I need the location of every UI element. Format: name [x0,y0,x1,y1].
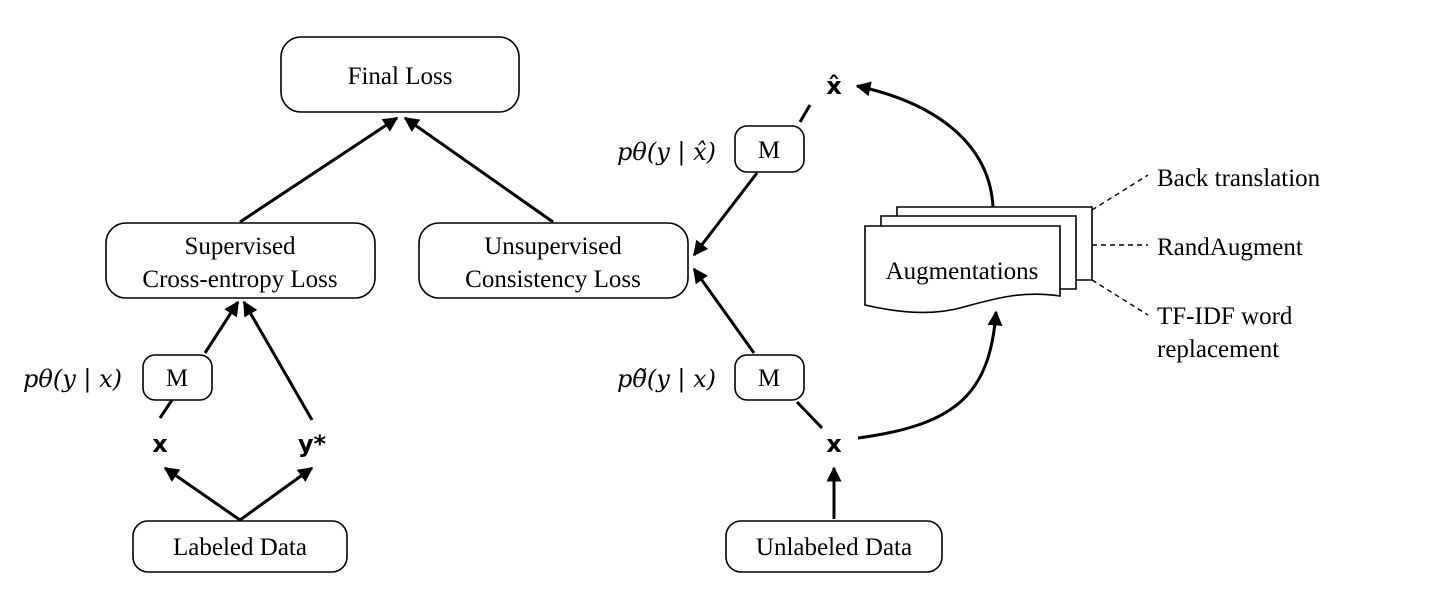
unsupervised-loss-line-2: Consistency Loss [465,266,641,293]
labeled-data-label: Labeled Data [173,534,307,561]
model-box-augmented [734,125,805,173]
model-label-unlabeled: M [758,365,780,392]
supervised-loss-line-2: Cross-entropy Loss [142,266,337,293]
labeled-data-box [132,520,348,573]
labeled-data-node: Labeled Data [132,520,348,573]
augmentations-sheet-front [864,225,1061,314]
model-box-supervised [142,354,213,401]
model-box-unlabeled [734,354,805,401]
leader-tfidf [1091,279,1149,316]
edge-labeled-to-x [163,466,241,522]
edge-labeled-to-ystar [239,466,314,522]
var-x-unlabeled: x [826,430,842,458]
model-supervised: M [142,354,213,401]
supervised-loss-node: Supervised Cross-entropy Loss [105,222,376,299]
unsupervised-loss-box [418,222,689,299]
augmentations-label: Augmentations [886,258,1039,285]
output-label-unlabeled: pθ̃(y | x) [617,365,716,394]
aug-method-tfidf-line-1: TF-IDF word [1157,303,1293,330]
edge-x-to-model-bottom [795,400,824,430]
model-augmented: M [734,125,805,173]
unsupervised-loss-node: Unsupervised Consistency Loss [418,222,689,299]
supervised-loss-line-1: Supervised [184,233,296,260]
edges-right [692,81,1003,519]
edge-x-to-augmentations [857,310,1003,440]
aug-method-tfidf: TF-IDF word replacement [1157,303,1299,363]
edge-model-to-unsupervised-bottom [692,267,756,354]
unlabeled-data-label: Unlabeled Data [756,534,912,561]
final-loss-box [280,36,520,113]
leader-back-translation [1091,174,1149,211]
edge-supervised-to-final [239,116,399,224]
model-label-augmented: M [758,137,780,164]
supervised-loss-box [105,222,376,299]
output-label-supervised: pθ(y | x) [23,365,122,394]
edge-xhat-to-model [798,104,812,123]
var-x-hat: x̂ [826,72,842,100]
unlabeled-data-node: Unlabeled Data [725,520,943,573]
aug-method-randaugment: RandAugment [1157,234,1303,261]
edge-model-to-unsupervised-top [692,172,759,257]
edge-ystar-to-supervised [242,300,314,421]
var-x-labeled: x [152,430,168,458]
edge-x-to-model [158,399,174,419]
final-loss-label: Final Loss [348,63,453,90]
edges-left [158,116,554,522]
edge-model-to-supervised [203,300,240,354]
aug-method-tfidf-line-2: replacement [1157,336,1279,363]
edge-augmentations-to-xhat [855,81,995,208]
var-y-star: y* [298,430,327,458]
unlabeled-data-box [725,520,943,573]
augmentations-node: Augmentations [864,206,1093,314]
aug-method-back-translation: Back translation [1157,165,1321,192]
unsupervised-loss-line-1: Unsupervised [484,233,622,260]
model-label-supervised: M [166,365,188,392]
edge-unsupervised-to-final [403,116,554,224]
output-label-augmented: pθ(y | x̂) [617,138,716,167]
augmentation-leaders [1091,174,1149,316]
model-unlabeled: M [734,354,805,401]
final-loss-node: Final Loss [280,36,520,113]
